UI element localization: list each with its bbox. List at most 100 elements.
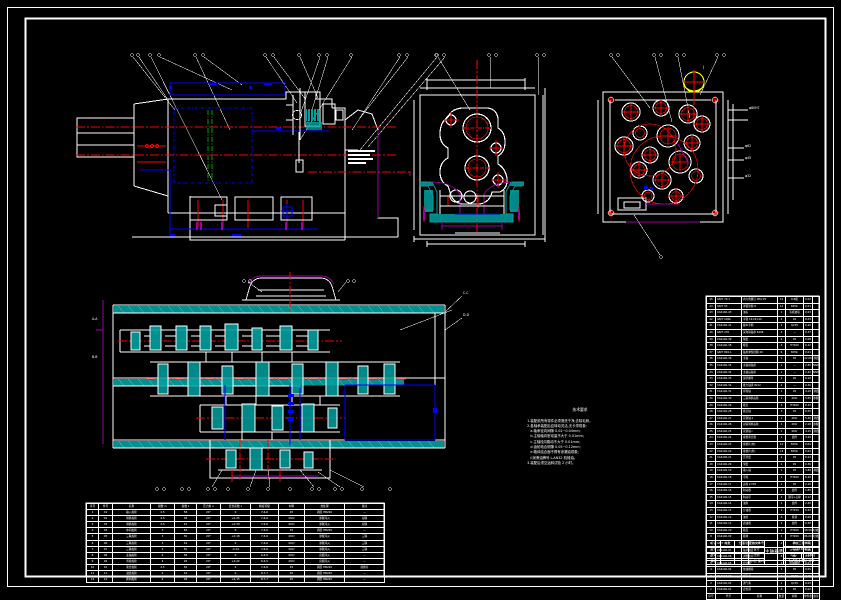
view-front-elevation[interactable] bbox=[76, 53, 446, 241]
bom-cell: 4 bbox=[777, 586, 786, 594]
gear-table-cell: — bbox=[344, 570, 385, 578]
bom-cell: 26 bbox=[706, 421, 716, 429]
bom-cell: 1 bbox=[777, 355, 786, 363]
role-name[interactable] bbox=[720, 558, 735, 566]
bom-cell: 0.32 bbox=[803, 401, 813, 410]
bom-cell: 1 bbox=[777, 500, 786, 508]
bom-cell: 14 bbox=[706, 500, 716, 508]
bom-cell: 45 bbox=[785, 566, 804, 574]
dim-label: φ80H7 bbox=[749, 106, 760, 110]
bom-cell: 内六角螺钉 M8×25 bbox=[741, 296, 778, 304]
view-main-section[interactable] bbox=[96, 272, 463, 491]
bom-cell: 滤油器 bbox=[741, 520, 778, 528]
bom-cell bbox=[812, 375, 820, 383]
bom-cell: 2 bbox=[777, 375, 786, 383]
note-line: c.主轴径向跳动不大于 0.01mm; bbox=[527, 439, 581, 444]
bom-cell: CA6140-35 bbox=[715, 361, 742, 370]
view-left-section[interactable] bbox=[413, 53, 546, 247]
bom-cell: — bbox=[785, 368, 804, 377]
bom-header: 数量 bbox=[777, 592, 786, 600]
bom-cell: 1 bbox=[777, 421, 786, 429]
bom-cell: 2.85 bbox=[803, 361, 813, 370]
bom-cell: — bbox=[785, 381, 804, 390]
role-date[interactable] bbox=[734, 558, 749, 566]
gear-table-cell: 三联 bbox=[344, 539, 385, 547]
bom-cell: CA6140-29 bbox=[715, 401, 742, 410]
view-gear-layout[interactable] bbox=[597, 53, 748, 259]
stage: 设计 bbox=[748, 546, 765, 554]
bom-cell: 0.01 bbox=[803, 348, 813, 357]
bom-cell: 0.52 bbox=[803, 507, 813, 515]
bom-cell: 41 bbox=[706, 322, 716, 330]
gear-table-header: 备注 bbox=[344, 502, 385, 511]
bom-cell: 45 bbox=[785, 375, 804, 383]
bom-cell: 4.15 bbox=[803, 427, 813, 436]
bom-cell: 45 bbox=[785, 480, 804, 489]
bom-cell: 背轮轴 bbox=[741, 388, 778, 396]
bom-cell: 2.40 bbox=[803, 500, 813, 508]
gear-table-cell: 28 bbox=[174, 576, 197, 584]
bom-cell: 21 bbox=[706, 454, 716, 462]
bom-cell: 1 bbox=[777, 480, 786, 489]
bom-cell: 2 bbox=[777, 322, 786, 330]
bom-header: 代号 bbox=[715, 592, 742, 600]
bom-cell bbox=[812, 507, 820, 515]
title-block[interactable]: 标记 处数 分区 更改文件号 主轴箱装配图 机械工程学院 设计 设计 CA614… bbox=[706, 539, 821, 566]
